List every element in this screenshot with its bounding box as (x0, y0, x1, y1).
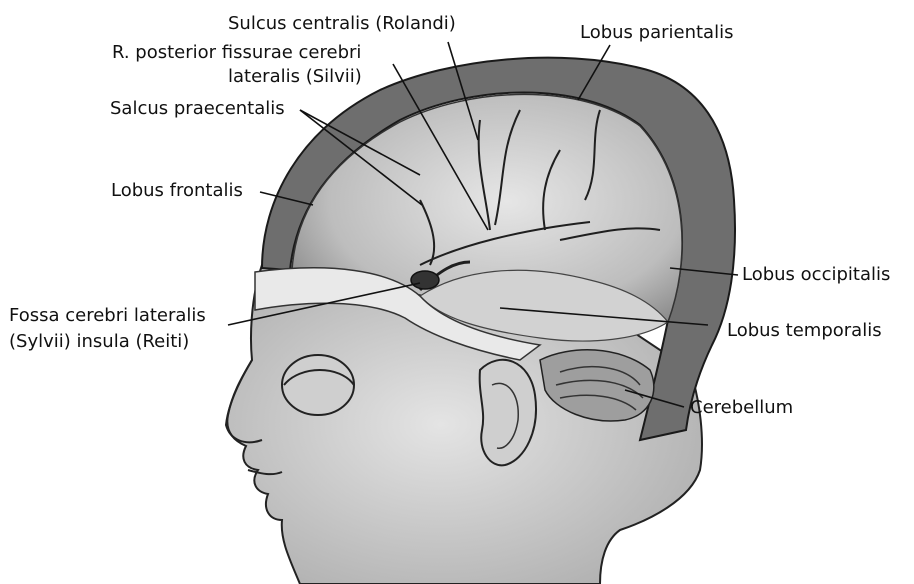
label-fossa-line1: Fossa cerebri lateralis (9, 305, 206, 327)
label-lobus-temporalis: Lobus temporalis (727, 320, 882, 342)
label-sulcus-centralis: Sulcus centralis (Rolandi) (228, 13, 456, 35)
label-cerebellum: Cerebellum (690, 397, 793, 419)
label-sulcus-praecentralis: Salcus praecentalis (110, 98, 285, 120)
insula (411, 271, 439, 289)
eye (282, 355, 354, 415)
label-r-posterior-line1: R. posterior fissurae cerebri (112, 42, 361, 64)
label-fossa-line2: (Sylvii) insula (Reiti) (9, 331, 189, 353)
label-lobus-frontalis: Lobus frontalis (111, 180, 243, 202)
label-lobus-occipitalis: Lobus occipitalis (742, 264, 890, 286)
label-r-posterior-line2: lateralis (Silvii) (228, 66, 362, 88)
label-lobus-parietalis: Lobus parientalis (580, 22, 733, 44)
